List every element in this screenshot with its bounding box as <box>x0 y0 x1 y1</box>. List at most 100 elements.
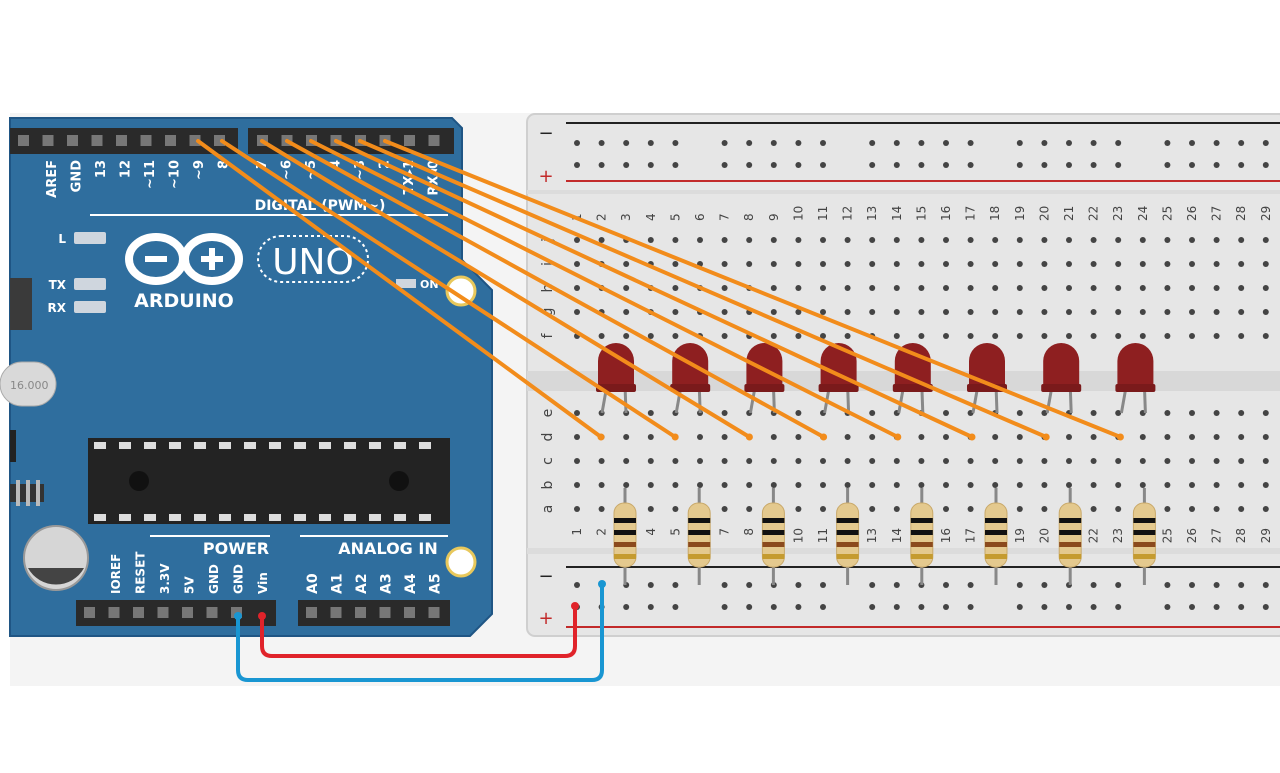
column-number: 20 <box>1037 528 1051 543</box>
terminal-hole <box>672 333 679 339</box>
wire-end <box>1042 433 1050 441</box>
terminal-hole <box>697 237 703 243</box>
signal-wire <box>358 139 1049 439</box>
rail-hole <box>918 162 925 168</box>
chip-pin <box>144 514 156 521</box>
wire-end <box>968 433 976 441</box>
terminal-hole <box>1213 285 1220 291</box>
terminal-hole <box>1213 482 1220 488</box>
power-header[interactable] <box>76 600 276 626</box>
terminal-hole <box>893 482 900 488</box>
terminal-hole <box>1041 261 1048 267</box>
terminal-hole <box>1115 285 1122 291</box>
gnd-to-negative-rail-wire[interactable] <box>236 584 604 682</box>
analog-pin-label: A5 <box>428 573 444 594</box>
header-pin-hole <box>18 135 29 146</box>
terminal-hole <box>721 333 728 339</box>
terminal-hole <box>647 506 654 512</box>
terminal-hole <box>1066 285 1072 291</box>
terminal-hole <box>746 506 753 512</box>
terminal-hole <box>574 434 580 440</box>
led-l <box>74 232 106 244</box>
rail-hole <box>1090 582 1097 588</box>
terminal-hole <box>1139 237 1146 243</box>
digital-pin-label: ~6 <box>280 160 295 180</box>
power-pin-label: Vin <box>256 572 270 594</box>
terminal-hole <box>1262 237 1269 243</box>
terminal-hole <box>1016 482 1023 488</box>
breadboard-rail-gap <box>527 548 1280 554</box>
resistor-band <box>762 518 785 523</box>
rail-hole <box>1066 162 1072 168</box>
terminal-hole <box>820 506 826 512</box>
terminal-hole <box>1090 333 1097 339</box>
terminal-hole <box>1262 458 1269 464</box>
column-number: 18 <box>988 206 1002 221</box>
arduino-uno-board[interactable]: 16.000 DIGITAL (PWM~) L TX RX ARDUINO UN… <box>0 117 493 637</box>
header-pin-hole <box>116 135 127 146</box>
column-number: 7 <box>718 528 732 536</box>
resistor-band <box>614 554 636 559</box>
rail-hole <box>1016 582 1023 588</box>
vin-to-positive-rail-wire[interactable] <box>260 606 577 658</box>
top-rail-neg-symbol: − <box>538 123 553 144</box>
analog-pin-label: A2 <box>354 573 370 594</box>
rail-hole <box>869 140 876 146</box>
terminal-hole <box>795 410 802 416</box>
terminal-hole <box>1164 458 1171 464</box>
rail-hole <box>967 582 974 588</box>
terminal-hole <box>574 410 580 416</box>
terminal-hole <box>1115 506 1122 512</box>
terminal-hole <box>672 237 679 243</box>
rail-hole <box>647 604 654 610</box>
red-led <box>1043 343 1080 392</box>
digital-pin-label: GND <box>70 160 85 193</box>
column-number: 11 <box>816 206 830 221</box>
terminal-hole <box>992 482 999 488</box>
terminal-hole <box>1164 434 1171 440</box>
chip-pin <box>269 514 281 521</box>
column-number: 14 <box>890 206 904 221</box>
digital-pin-label: 12 <box>119 160 134 178</box>
column-number: 11 <box>816 528 830 543</box>
terminal-hole <box>1016 285 1023 291</box>
chip-pin <box>369 442 381 449</box>
chip-pin <box>344 514 356 521</box>
terminal-hole <box>1115 482 1122 488</box>
row-letter: h <box>540 284 556 293</box>
terminal-hole <box>893 285 900 291</box>
rail-hole <box>1164 162 1171 168</box>
header-pin-hole <box>157 607 169 618</box>
column-number: 16 <box>939 206 953 221</box>
wire-end <box>258 612 266 620</box>
rail-hole <box>598 140 605 146</box>
terminal-hole <box>697 434 703 440</box>
terminal-hole <box>1238 434 1245 440</box>
terminal-hole <box>746 458 753 464</box>
signal-wires[interactable] <box>196 139 1124 441</box>
terminal-hole <box>746 482 753 488</box>
analog-header[interactable] <box>298 600 450 626</box>
terminal-hole <box>967 506 974 512</box>
terminal-hole <box>820 285 826 291</box>
terminal-hole <box>721 506 728 512</box>
red-led <box>672 343 709 392</box>
terminal-hole <box>1016 309 1023 315</box>
terminal-hole <box>992 261 999 267</box>
terminal-hole <box>746 261 753 267</box>
regulator-pin <box>26 480 30 506</box>
resistor-band <box>985 542 1007 547</box>
led-rim <box>744 384 785 392</box>
terminal-hole <box>1213 434 1220 440</box>
column-number: 29 <box>1259 206 1273 221</box>
terminal-hole <box>1066 434 1072 440</box>
terminal-hole <box>1090 285 1097 291</box>
chip-pin <box>219 442 231 449</box>
rail-hole <box>1066 140 1072 146</box>
row-letter: i <box>540 262 556 266</box>
chip-pin <box>419 442 431 449</box>
terminal-hole <box>1189 410 1195 416</box>
terminal-hole <box>1238 285 1245 291</box>
terminal-hole <box>893 333 900 339</box>
column-number: 10 <box>791 206 805 221</box>
